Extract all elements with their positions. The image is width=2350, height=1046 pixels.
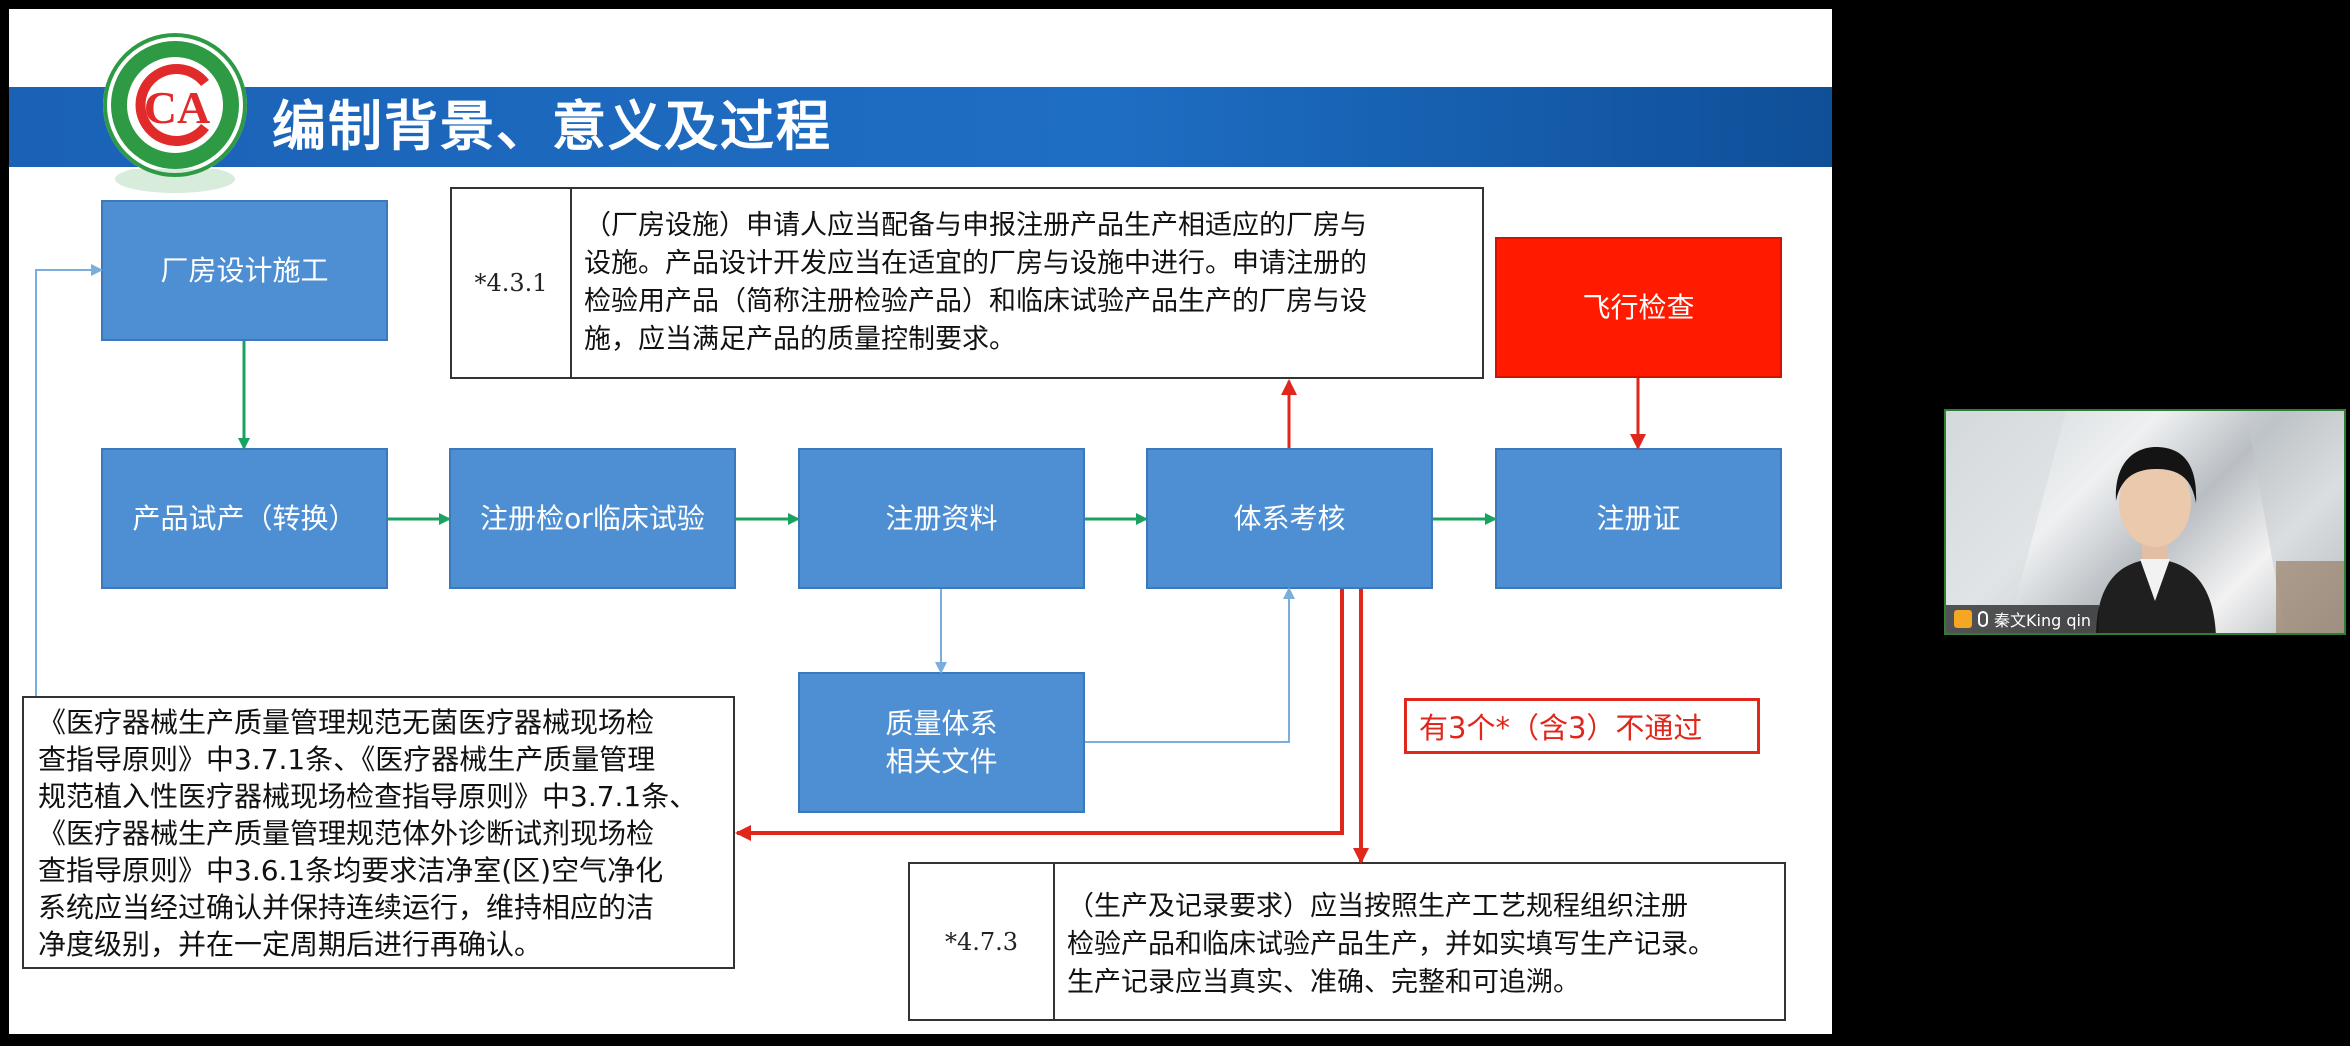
quality-docs-label-line1: 质量体系: [885, 706, 998, 740]
clause-4-3-1-line: 检验用产品（简称注册检验产品）和临床试验产品生产的厂房与设: [584, 286, 1367, 317]
clause-4-7-3-number: *4.7.3: [910, 864, 1055, 1019]
clause-4-7-3-table: *4.7.3 （生产及记录要求）应当按照生产工艺规程组织注册 检验产品和临床试验…: [908, 862, 1786, 1021]
slide-title: 编制背景、意义及过程: [272, 95, 832, 158]
clause-4-3-1-line: 施，应当满足产品的质量控制要求。: [584, 324, 1016, 355]
trial-production-box: 产品试产（转换）: [101, 448, 388, 589]
speaker-name: 秦文King qin: [1994, 611, 2092, 630]
title-banner: [9, 87, 1832, 167]
flow-arrows: [35, 264, 1646, 864]
flight-inspection-box: 飞行检查: [1495, 237, 1782, 378]
presentation-slide: 编制背景、意义及过程 CA 厂房设计施工 产品试产（转换） 注册检or临床试验 …: [9, 9, 1832, 1034]
fail-condition-label: 有3个*（含3）不通过: [1404, 698, 1760, 754]
registration-cert-label: 注册证: [1596, 501, 1681, 535]
user-icon: [1954, 610, 1972, 628]
clause-4-3-1-number: *4.3.1: [452, 189, 572, 377]
quality-docs-label-line2: 相关文件: [885, 744, 998, 778]
arrow-audit-to-note: [735, 589, 1344, 841]
note-line: 查指导原则》中3.6.1条均要求洁净室(区)空气净化: [38, 854, 664, 887]
registration-cert-box: 注册证: [1495, 448, 1782, 589]
registration-docs-box: 注册资料: [798, 448, 1085, 589]
note-line: 系统应当经过确认并保持连续运行，维持相应的洁: [38, 891, 655, 924]
note-line: 《医疗器械生产质量管理规范体外诊断试剂现场检: [38, 817, 655, 850]
cleanroom-requirement-note: 《医疗器械生产质量管理规范无菌医疗器械现场检 查指导原则》中3.7.1条、《医疗…: [22, 696, 735, 969]
factory-design-label: 厂房设计施工: [160, 253, 329, 287]
note-line: 规范植入性医疗器械现场检查指导原则》中3.7.1条、: [38, 780, 698, 813]
clause-4-7-3-line: （生产及记录要求）应当按照生产工艺规程组织注册: [1067, 891, 1688, 922]
system-audit-label: 体系考核: [1233, 501, 1346, 535]
association-logo-icon: CA: [103, 33, 247, 177]
arrow-note-to-design: [35, 264, 103, 696]
clause-4-3-1-line: （厂房设施）申请人应当配备与申报注册产品生产相适应的厂房与: [584, 210, 1367, 241]
registration-test-label: 注册检or临床试验: [480, 501, 705, 535]
note-line: 查指导原则》中3.7.1条、《医疗器械生产质量管理: [38, 743, 656, 776]
participant-video-tile[interactable]: 秦文King qin: [1944, 409, 2346, 635]
participant-video-frame: [1946, 411, 2344, 633]
clause-4-3-1-table: *4.3.1 （厂房设施）申请人应当配备与申报注册产品生产相适应的厂房与 设施。…: [450, 187, 1484, 379]
quality-docs-box: 质量体系 相关文件: [798, 672, 1085, 813]
note-line: 净度级别，并在一定周期后进行再确认。: [38, 928, 543, 961]
speaker-name-bar: 秦文King qin: [1946, 605, 2100, 633]
flight-inspection-label: 飞行检查: [1582, 290, 1695, 324]
registration-test-box: 注册检or临床试验: [449, 448, 736, 589]
arrow-quality-to-audit: [1085, 587, 1295, 743]
note-line: 《医疗器械生产质量管理规范无菌医疗器械现场检: [38, 706, 655, 739]
clause-4-7-3-line: 检验产品和临床试验产品生产，并如实填写生产记录。: [1067, 929, 1715, 960]
registration-docs-label: 注册资料: [885, 501, 998, 535]
logo-reflection: [115, 169, 235, 193]
clause-4-3-1-line: 设施。产品设计开发应当在适宜的厂房与设施中进行。申请注册的: [584, 248, 1367, 279]
system-audit-box: 体系考核: [1146, 448, 1433, 589]
trial-production-label: 产品试产（转换）: [132, 501, 357, 535]
clause-4-3-1-text: （厂房设施）申请人应当配备与申报注册产品生产相适应的厂房与 设施。产品设计开发应…: [572, 189, 1377, 377]
microphone-icon: [1978, 611, 1988, 627]
clause-4-7-3-text: （生产及记录要求）应当按照生产工艺规程组织注册 检验产品和临床试验产品生产，并如…: [1055, 864, 1725, 1019]
logo-lettering: CA: [144, 82, 210, 133]
clause-4-7-3-line: 生产记录应当真实、准确、完整和可追溯。: [1067, 967, 1580, 998]
